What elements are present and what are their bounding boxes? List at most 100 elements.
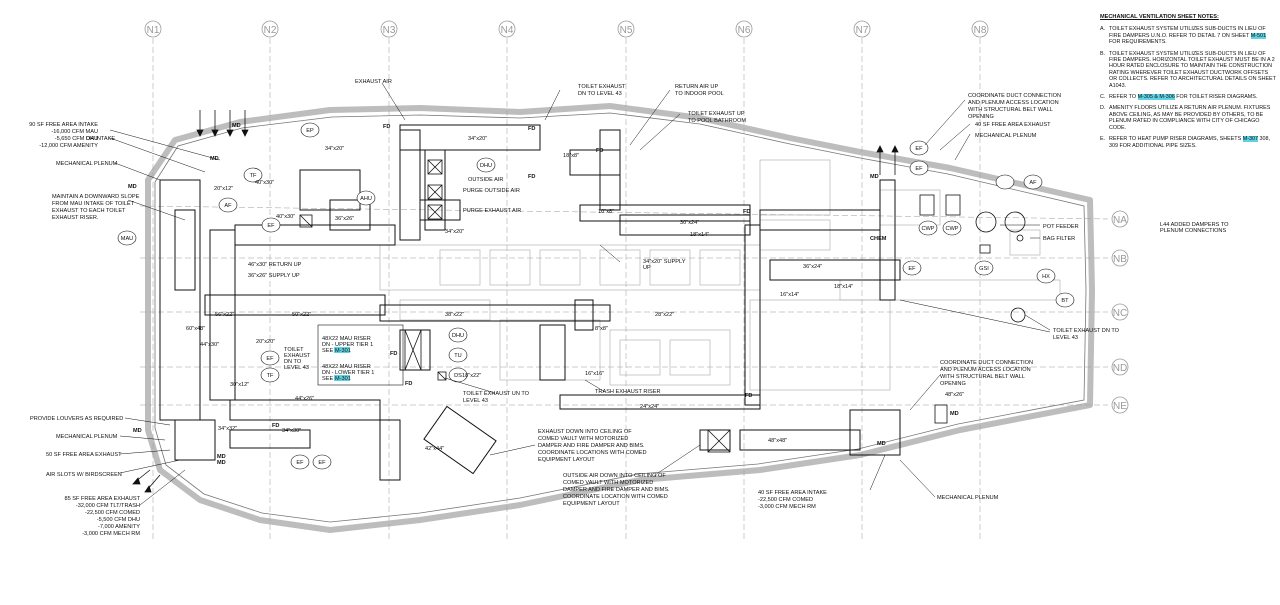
tag-label: AHU: [360, 196, 372, 202]
tag-label: AF: [224, 203, 232, 209]
note-item: E. REFER TO HEAT PUMP RISER DIAGRAMS, SH…: [1100, 136, 1276, 149]
fire-damper-label: FD: [528, 174, 535, 180]
duct-size-label: 16"x14": [780, 292, 799, 298]
tag-label: DS: [454, 373, 462, 379]
grid-col-label: N3: [383, 25, 396, 36]
mau-riser-box: [317, 324, 404, 386]
callout-intake-top-4: -12,000 CFM AMENITY: [39, 143, 98, 149]
note-text: AMENITY FLOORS UTILIZE A RETURN AIR PLEN…: [1109, 105, 1271, 131]
callout-exhaust-bl-2: -32,000 CFM TLT/TRASH: [76, 503, 140, 509]
ductwork: [159, 124, 901, 481]
duct-size-label: 34"x32": [218, 426, 237, 432]
duct-size-label: 18"x14": [690, 232, 709, 238]
grid-row-label: ND: [1113, 363, 1127, 374]
motorized-damper-label: MD: [133, 428, 142, 434]
callout-mech-plenum-bl: MECHANICAL PLENUM: [56, 434, 118, 440]
callout-exhaust-bl-1: 85 SF FREE AREA EXHAUST: [64, 496, 140, 502]
note-text: REFER TO HEAT PUMP RISER DIAGRAMS, SHEET…: [1109, 136, 1270, 149]
grid-col-label: N2: [264, 25, 277, 36]
duct-size-label: 34"x30": [282, 428, 301, 434]
building-outline: [145, 103, 1095, 533]
duct-size-label: 18"x14": [834, 284, 853, 290]
intake-arrows: [132, 110, 899, 493]
duct-size-label: 44"x30": [200, 342, 219, 348]
toilet-exh-low-2: LEVEL 43: [463, 398, 488, 404]
grid-col-label: N1: [147, 25, 160, 36]
callout-outside-comed-4: COORDINATE LOCATION WITH COMED: [563, 494, 668, 500]
mau-lower-1: 48X22 MAU RISER: [322, 364, 371, 370]
callout-outside-comed-1: OUTSIDE AIR DOWN INTO CEILING OF: [563, 473, 666, 479]
duct-size-label: 8"x8": [595, 326, 608, 332]
tag-label: HX: [1042, 274, 1050, 280]
grid-row-label: NE: [1113, 401, 1127, 412]
grid-col-label: N8: [974, 25, 987, 36]
tag-label: EF: [296, 460, 304, 466]
fire-damper-label: FD: [272, 423, 279, 429]
callout-exhaust-bl-5: -7,000 AMENITY: [98, 524, 140, 530]
grid-row-label: NC: [1113, 308, 1127, 319]
callout-supply-up-2: UP: [643, 265, 651, 271]
callout-coordinate-bottom-3: WITH STRUCTURAL BELT WALL: [940, 374, 1025, 380]
fire-damper-label: FD: [390, 351, 397, 357]
callout-intake-top-2: -16,000 CFM MAU: [51, 129, 98, 135]
equipment-tags: [117, 122, 1075, 470]
duct-size-label: 30"x12": [230, 382, 249, 388]
mau-lower-3: SEE: [322, 376, 333, 382]
fire-damper-label: FD: [745, 393, 752, 399]
grid-col-label: N5: [620, 25, 633, 36]
mau-lower-ref-highlight: [334, 375, 350, 381]
callout-coordinate-bottom-1: COORDINATE DUCT CONNECTION: [940, 360, 1033, 366]
duct-size-label: 36"x24": [803, 264, 822, 270]
callout-exhaust-air: EXHAUST AIR: [355, 79, 392, 85]
callout-intake-top-3: -5,650 CFM DHU: [55, 136, 98, 142]
tag-label: EP: [306, 128, 314, 134]
motorized-damper-label: MD: [870, 174, 879, 180]
grid-col-label: N4: [501, 25, 514, 36]
note-letter: D.: [1100, 105, 1106, 112]
callout-slope-1: MAINTAIN A DOWNWARD SLOPE: [52, 194, 140, 200]
callout-outside-air: OUTSIDE AIR: [468, 177, 503, 183]
grid-row-bubbles: [1111, 210, 1129, 414]
mau-upper-ref[interactable]: M-301: [335, 348, 351, 354]
duct-size-label: 24"x24": [640, 404, 659, 410]
note-letter: A.: [1100, 26, 1106, 33]
callout-intake-bottom-3: -3,000 CFM MECH RM: [758, 504, 816, 510]
callout-coordinate-top-4: OPENING: [968, 114, 994, 120]
grid-row-label: NB: [1113, 254, 1127, 265]
note-text: REFER TO M-305 & M-306 FOR TOILET RISER …: [1109, 94, 1258, 101]
duct-size-label: 18"x22": [462, 373, 481, 379]
grid-row-label: NA: [1113, 215, 1127, 226]
tag-label: EF: [266, 356, 274, 362]
mau-lower-ref[interactable]: M-301: [335, 376, 351, 382]
fire-damper-label: FD: [528, 126, 535, 132]
duct-size-label: 38"x22": [445, 312, 464, 318]
duct-size-label: 28"x22": [655, 312, 674, 318]
callout-exhaust-comed-5: EQUIPMENT LAYOUT: [538, 457, 595, 463]
callout-free-area-50: 50 SF FREE AREA EXHAUST: [46, 452, 122, 458]
callout-side-note-1: L44 ADDED DAMPERS TO: [1160, 222, 1229, 228]
toilet-exh-mid-1: TOILET: [284, 347, 304, 353]
tag-label: EF: [915, 166, 923, 172]
callout-supply-up2: 36"x26" SUPPLY UP: [248, 273, 300, 279]
duct-size-label: 10"x8": [598, 209, 614, 215]
grid-col-label: N7: [856, 25, 869, 36]
fire-damper-label: FD: [405, 381, 412, 387]
callout-slope-2: FROM MAU INTAKE OF TOILET: [52, 201, 135, 207]
callout-intake-top-1: 90 SF FREE AREA INTAKE: [29, 122, 98, 128]
duct-size-label: 44"x26": [295, 396, 314, 402]
callout-trash-riser: TRASH EXHAUST RISER: [595, 389, 660, 395]
callout-free-area-40: 40 SF FREE AREA EXHAUST: [975, 122, 1051, 128]
duct-size-label: 60"x48": [186, 326, 205, 332]
callout-outside-comed-5: EQUIPMENT LAYOUT: [563, 501, 620, 507]
sheet-reference-link[interactable]: M-305 & M-306: [1137, 94, 1175, 101]
callout-mech-plenum-right: MECHANICAL PLENUM: [975, 133, 1037, 139]
callout-return-air-up-2: TO INDOOR POOL: [675, 91, 724, 97]
sheet-reference-link[interactable]: M-501: [1250, 32, 1266, 39]
callout-exhaust-comed-1: EXHAUST DOWN INTO CEILING OF: [538, 429, 632, 435]
sheet-reference-link[interactable]: M-307: [1242, 136, 1258, 143]
callout-pot-feeder: POT FEEDER: [1043, 224, 1079, 230]
mau-upper-3: SEE: [322, 348, 333, 354]
callout-mech-plenum-left: MECHANICAL PLENUM: [56, 161, 118, 167]
dampers: [299, 159, 731, 453]
